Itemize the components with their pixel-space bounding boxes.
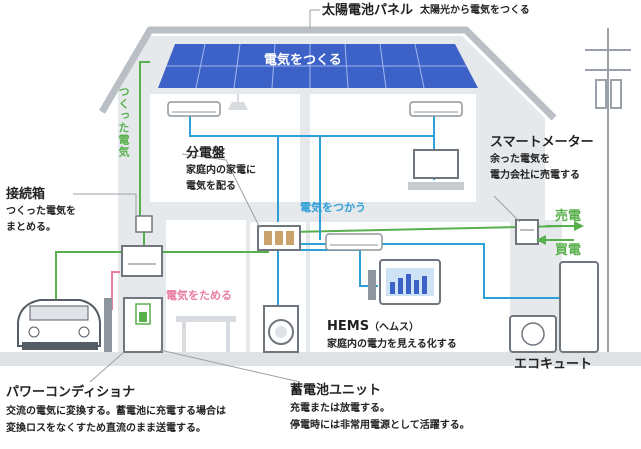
solar-panel-desc: 太陽光から電気をつくる [420,5,530,16]
hems-monitor-icon [368,259,441,305]
smart-meter-desc-line2: 電力会社に売電する [490,170,580,181]
hems-title-main: HEMS [327,319,370,334]
air-conditioner-icon [409,101,463,117]
air-conditioner-icon [325,233,383,251]
pink-wires [111,271,120,310]
table-icon [176,316,236,352]
flow-generate-label: 電気をつくる [264,53,342,68]
distribution-board-desc-line1: 家庭内の家電に [186,165,256,176]
hems-title-suffix: （ヘムス） [369,322,420,333]
junction-box-icon [135,215,153,233]
power-conditioner-desc-line2: 変換ロスをなくすため直流のまま送電する。 [6,423,206,434]
storage-battery-title: 蓄電池ユニット [290,383,382,398]
power-conditioner-icon [121,245,163,277]
utility-pole-icon [585,28,631,352]
smart-meter-desc-line1: 余った電気を [490,154,550,165]
distribution-board-desc-line2: 電気を配る [186,181,236,192]
smart-meter-icon [515,219,539,245]
power-conditioner-title: パワーコンディショナ [6,385,136,400]
junction-box-title: 接続箱 [6,187,46,202]
eco-cute-title: エコキュート [514,357,593,372]
lamp-icon [228,94,248,110]
hems-title: HEMS（ヘムス） [327,320,419,333]
distribution-board-icon [257,225,301,251]
hems-desc: 家庭内の電力を見える化する [327,339,457,350]
buy-arrow-icon [536,235,574,245]
flow-use-label: 電気をつかう [300,201,366,214]
flow-buy-label: 買電 [555,243,582,258]
junction-box-desc-line1: つくった電気を [6,206,76,217]
sell-arrow-icon [546,221,584,231]
flow-sell-label: 売電 [555,209,582,224]
flow-store-label: 電気をためる [166,289,232,302]
flow-generated-label: つくった電気 [117,86,130,158]
storage-battery-icon [123,297,163,353]
solar-panel-icon [158,43,478,89]
electric-car-icon [17,299,101,350]
power-conditioner-desc-line1: 交流の電気に変換する。蓄電池に充電する場合は [6,406,226,417]
charger-post-icon [104,298,112,352]
leader-lines [73,9,521,383]
washing-machine-icon [263,305,299,353]
smart-meter-title: スマートメーター [490,135,594,150]
storage-battery-desc-line2: 停電時には非常用電源として活躍する。 [290,420,470,431]
storage-battery-desc-line1: 充電または放電する。 [290,403,390,414]
eco-cute-icon [509,261,599,353]
television-icon [408,149,464,190]
junction-box-desc-line2: まとめる。 [6,222,56,233]
solar-panel-title: 太陽電池パネル [322,3,414,18]
air-conditioner-icon [167,101,221,117]
ground [0,352,641,366]
distribution-board-title: 分電盤 [186,146,226,161]
